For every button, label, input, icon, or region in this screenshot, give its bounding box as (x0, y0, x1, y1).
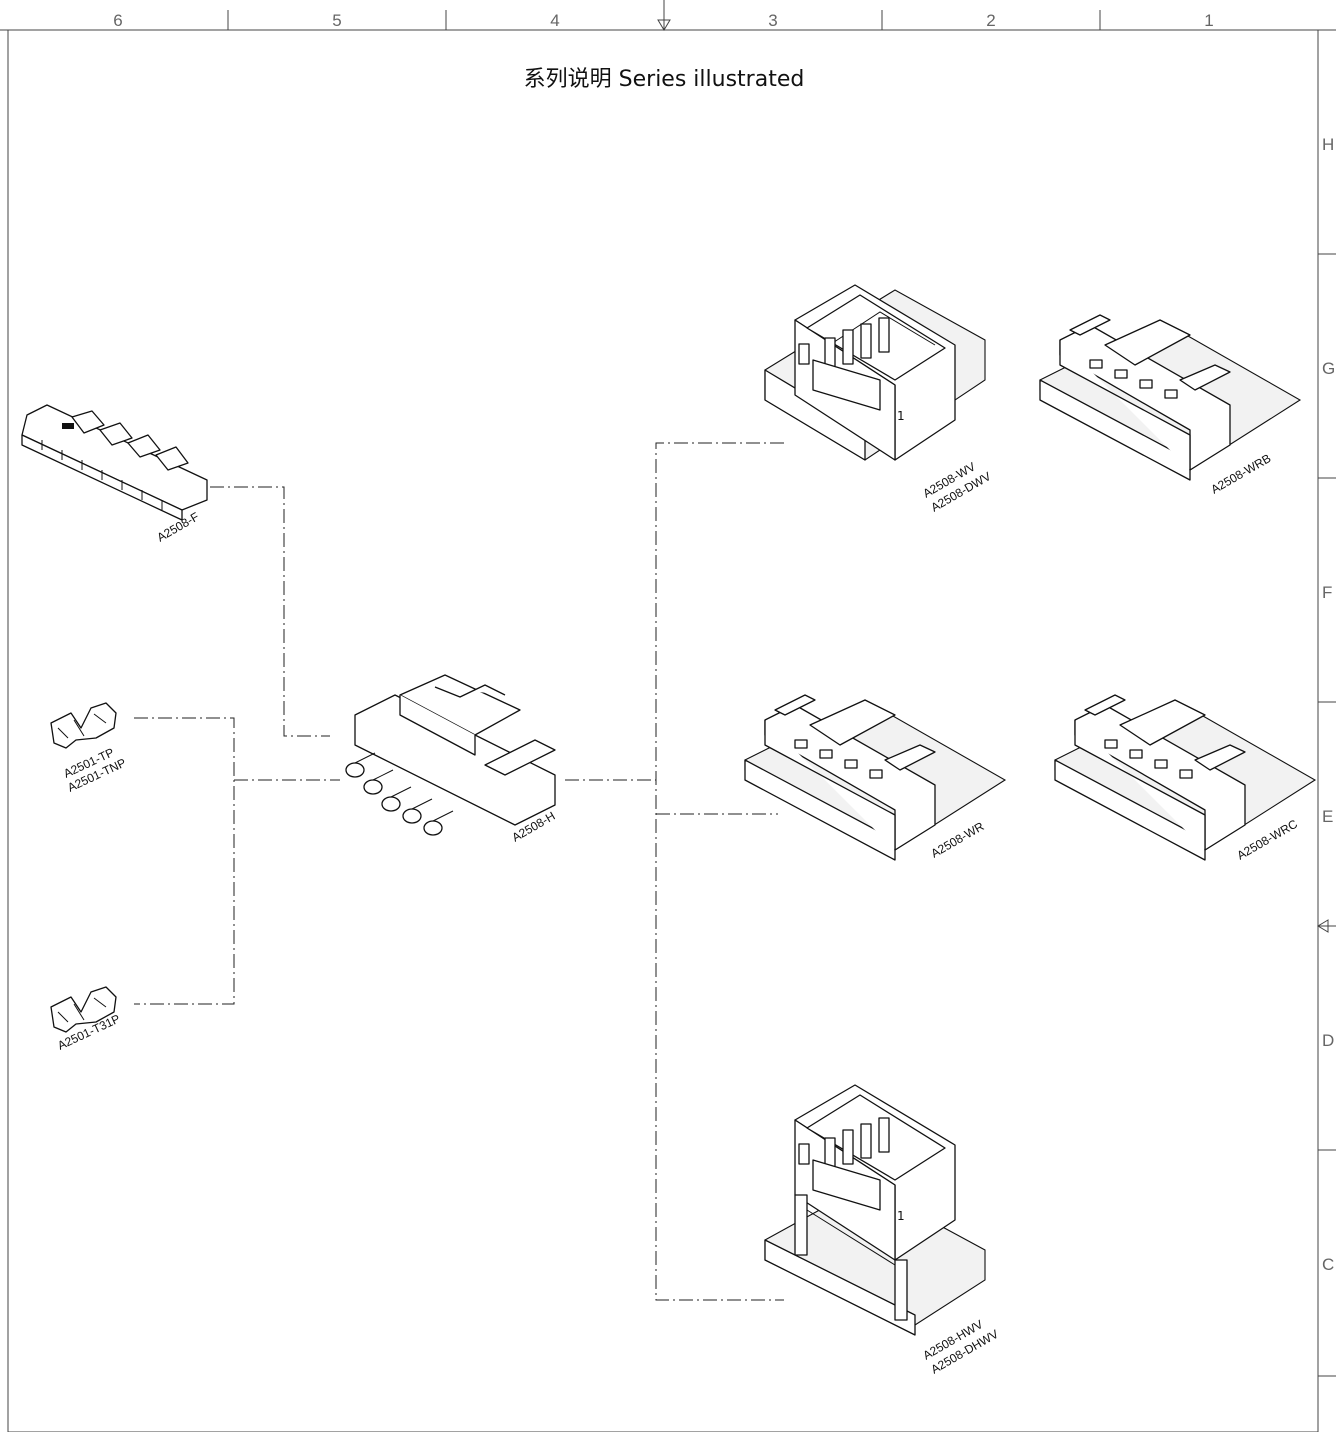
part-a2508-wv (764, 284, 986, 461)
row-dividers (1317, 253, 1336, 1377)
part-a2508-f (21, 404, 208, 521)
row-label: G (1322, 359, 1335, 378)
row-label: D (1322, 1031, 1334, 1050)
row-label: C (1322, 1255, 1334, 1274)
label-a2508-wrb: A2508-WRB (1209, 451, 1274, 496)
column-label: 1 (1204, 11, 1213, 30)
column-label: 6 (113, 11, 122, 30)
column-label: 3 (768, 11, 777, 30)
column-label: 5 (332, 11, 341, 30)
svg-text:1: 1 (897, 1209, 905, 1223)
part-a2508-hwv: 1 (764, 1084, 986, 1336)
row-label: H (1322, 135, 1334, 154)
row-label: F (1322, 583, 1332, 602)
row-label: E (1322, 807, 1333, 826)
part-a2501-tp (50, 702, 117, 749)
part-a2508-h (345, 674, 556, 836)
column-label: 4 (550, 11, 559, 30)
column-label: 2 (986, 11, 995, 30)
label-a2508-wr: A2508-WR (929, 819, 987, 861)
column-dividers (227, 0, 1101, 31)
connector-lines (134, 442, 784, 1301)
drawing-title: 系列说明 Series illustrated (524, 67, 805, 92)
